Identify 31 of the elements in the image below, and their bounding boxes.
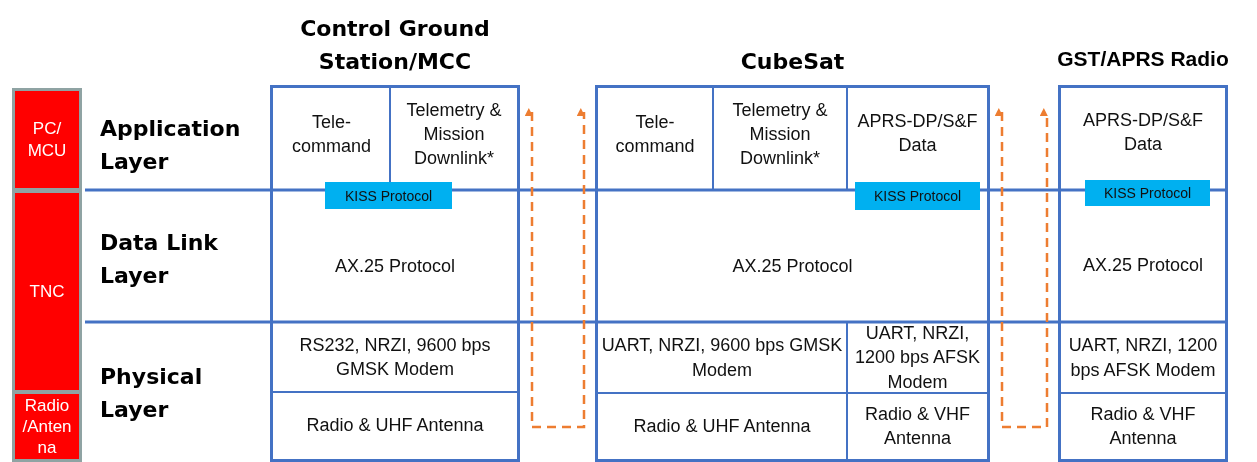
signal-path-arrow	[994, 108, 1049, 429]
protocol-tag: KISS Protocol	[855, 182, 980, 210]
protocol-cell: APRS-DP/S&F Data	[1061, 88, 1225, 176]
column-title: Control Ground Station/MCC	[299, 15, 491, 76]
column-title: GST/APRS Radio	[1056, 45, 1230, 72]
column-title: CubeSat	[739, 48, 846, 76]
layer-label: Physical Layer	[100, 363, 204, 424]
protocol-tag: KISS Protocol	[325, 182, 452, 209]
protocol-cell: UART, NRZI, 1200 bps AFSK Modem	[1061, 324, 1225, 391]
protocol-cell: Tele-command	[273, 88, 390, 180]
protocol-cell: AX.25 Protocol	[273, 212, 517, 320]
protocol-cell: Telemetry & Mission Downlink*	[391, 88, 517, 180]
protocol-cell: AX.25 Protocol	[598, 212, 987, 320]
device-block: Radio /Antenna	[12, 391, 82, 462]
protocol-cell: UART, NRZI, 1200 bps AFSK Modem	[848, 324, 987, 391]
protocol-cell: Radio & VHF Antenna	[1061, 395, 1225, 457]
device-block: TNC	[12, 190, 82, 393]
protocol-cell: Tele-command	[598, 88, 712, 180]
device-block: PC/ MCU	[12, 88, 82, 191]
protocol-cell: AX.25 Protocol	[1061, 210, 1225, 320]
protocol-cell: APRS-DP/S&F Data	[848, 88, 987, 178]
layer-label: Application Layer	[100, 115, 242, 176]
protocol-cell: RS232, NRZI, 9600 bps GMSK Modem	[273, 324, 517, 390]
protocol-tag: KISS Protocol	[1085, 180, 1210, 206]
protocol-cell: Telemetry & Mission Downlink*	[714, 88, 846, 180]
layer-label: Data Link Layer	[100, 229, 219, 290]
protocol-cell: Radio & UHF Antenna	[273, 394, 517, 457]
protocol-cell: UART, NRZI, 9600 bps GMSK Modem	[598, 324, 846, 391]
protocol-cell: Radio & UHF Antenna	[598, 395, 846, 457]
protocol-cell: Radio & VHF Antenna	[848, 395, 987, 457]
signal-path-arrow	[524, 108, 586, 429]
